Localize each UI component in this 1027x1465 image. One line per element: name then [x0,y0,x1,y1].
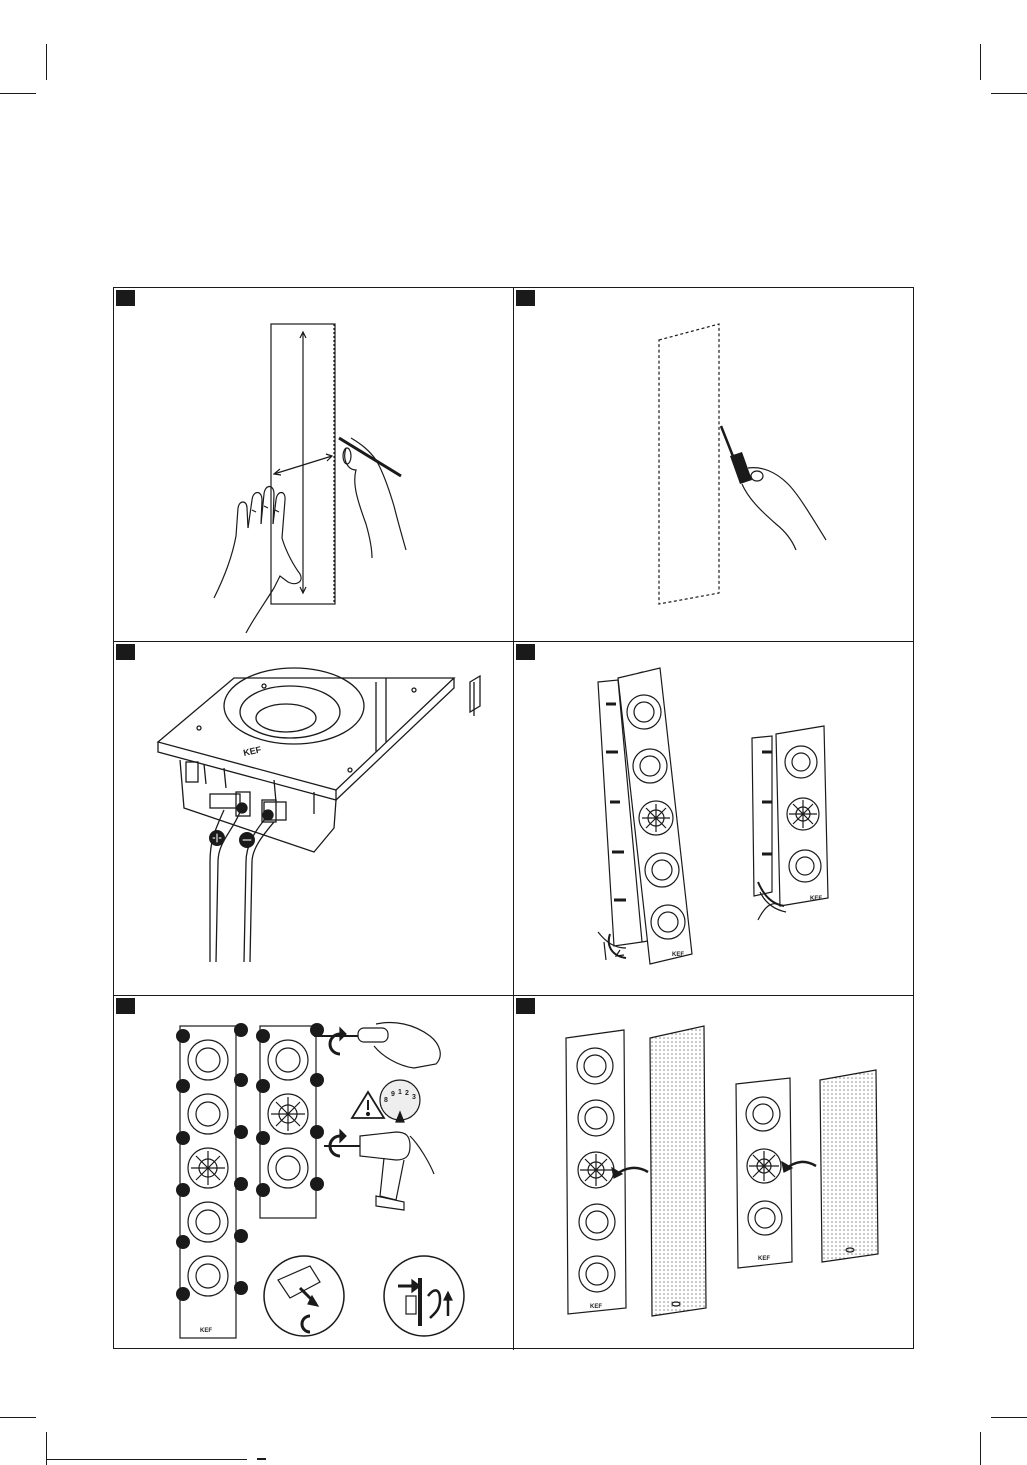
drill-body [360,1132,410,1160]
crop-mark-br-h [991,1417,1027,1418]
crop-mark-tl-v [46,44,47,80]
step-6-panel: KEF KEF [514,996,914,1350]
torque-setting-1: 1 [398,1089,402,1096]
crop-mark-br-v [980,1432,981,1465]
step-3-illustration: KEF [114,642,514,996]
pencil-hand [339,438,406,558]
step-4-panel: KEF KEF [514,642,914,996]
large-grille [650,1026,706,1316]
large-baffle [618,668,692,964]
step-4-logo-large: KEF [672,952,684,958]
crop-mark-bl-h [0,1417,36,1418]
step-5-logo: KEF [200,1328,212,1334]
instruction-grid: KEF [113,287,914,1349]
torque-setting-2: 2 [405,1090,409,1097]
step-6-logo-small: KEF [758,1256,770,1262]
step-5-panel: 8 9 1 2 3 KEF [114,996,514,1350]
torque-setting-8: 8 [384,1097,388,1104]
crop-mark-tl-h [0,93,36,94]
baffle-plate [158,678,454,790]
torque-setting-3: 3 [412,1094,416,1101]
step-2-panel [514,288,914,642]
step-2-illustration [514,288,914,642]
cut-outline [659,324,719,604]
step-1-illustration [114,288,514,642]
bleed-tick-bottom [257,1458,266,1460]
small-grille [820,1070,878,1262]
crop-mark-bl-v [46,1432,47,1465]
detail-circle-2 [384,1256,464,1336]
step-5-illustration: 8 9 1 2 3 KEF [114,996,514,1350]
step-4-logo-small: KEF [810,896,822,902]
step-6-illustration: KEF KEF [514,996,914,1350]
step-1-panel [114,288,514,642]
crop-mark-tr-v [980,44,981,80]
bleed-line-bottom [47,1459,247,1460]
step-3-panel: KEF [114,642,514,996]
crop-mark-tr-h [991,93,1027,94]
small-back-frame [752,736,772,896]
torque-setting-9: 9 [391,1091,395,1098]
step-6-logo-large: KEF [590,1304,602,1310]
step-4-illustration: KEF KEF [514,642,914,996]
